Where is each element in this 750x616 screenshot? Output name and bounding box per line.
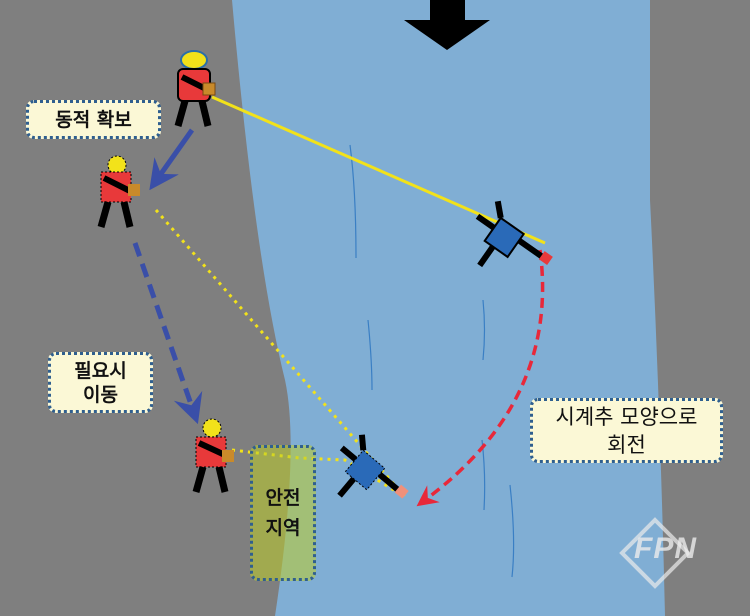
rope-taut (211, 95, 546, 245)
watermark-logo-icon (619, 517, 691, 589)
label-pendulum-rotation: 시계추 모양으로 회전 (530, 398, 723, 463)
rescuer-bottom (192, 418, 234, 493)
flow-direction-arrow-icon (404, 0, 490, 50)
rescuer-middle (97, 155, 140, 228)
safe-zone: 안전 지역 (250, 445, 316, 581)
rescuer-top (174, 50, 216, 127)
safe-zone-line1: 안전 (265, 487, 301, 509)
label-pendulum-line1: 시계추 모양으로 (555, 404, 698, 429)
label-dynamic-belay-text: 동적 확보 (55, 108, 132, 131)
victim-top (475, 200, 553, 268)
safe-zone-line2: 지역 (265, 517, 301, 539)
label-move-if-needed: 필요시 이동 (48, 352, 153, 413)
move-arrow-dashed (132, 242, 203, 425)
move-arrow-short (149, 128, 195, 191)
label-move-line1: 필요시 (74, 359, 127, 382)
victim-bottom (337, 434, 409, 499)
label-dynamic-belay: 동적 확보 (26, 100, 161, 139)
label-pendulum-line2: 회전 (607, 432, 646, 457)
pendulum-arrow (416, 249, 545, 507)
label-move-line2: 이동 (83, 383, 118, 406)
water-streaks (349, 144, 515, 578)
watermark: FPN (634, 532, 697, 565)
